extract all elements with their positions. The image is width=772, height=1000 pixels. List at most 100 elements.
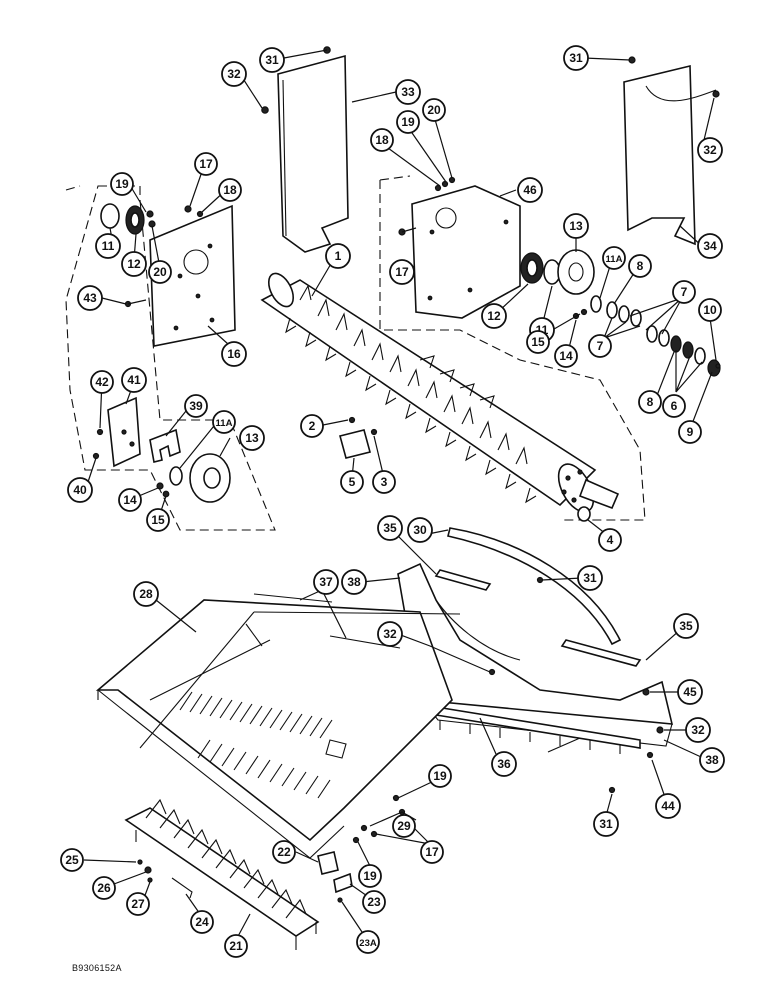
svg-text:10: 10 [703,303,717,317]
svg-text:18: 18 [375,133,389,147]
grate-pan-28-edge [97,689,345,859]
spacer-11A-right [590,295,602,313]
plate-46-bolt-hole-2 [503,219,509,225]
side-panel-34 [623,64,696,246]
bushing-4 [577,506,591,522]
callout-7-lower: 7 [588,334,612,358]
callout-10: 10 [698,298,722,322]
callout-15-left: 15 [146,508,170,532]
svg-text:44: 44 [661,799,675,813]
callout-2: 2 [300,414,324,438]
callout-20-left: 20 [148,260,172,284]
pin-24 [171,877,193,899]
left-group-outline [65,185,276,531]
plate-46-bolt-hole-3 [467,287,473,293]
callout-20-right: 20 [422,98,446,122]
callout-42: 42 [90,370,114,394]
bolt-2 [348,416,356,424]
callout-35-left: 35 [377,515,403,541]
svg-text:19: 19 [115,177,129,191]
side-panel-34-curve [645,85,717,102]
bearing-12-right-bore [526,259,538,277]
callout-16: 16 [221,341,247,367]
callout-39: 39 [184,394,208,418]
svg-text:14: 14 [559,349,573,363]
callout-32-top-right: 32 [697,137,723,163]
ring-7-lower-a [646,325,658,343]
svg-text:26: 26 [97,881,111,895]
callout-32-channel-left: 32 [377,621,403,647]
grate-rod-left [139,611,255,749]
ring-7-lower-b [658,329,670,347]
svg-text:1: 1 [335,249,342,263]
ring-8-upper [606,301,618,319]
svg-text:7: 7 [597,339,604,353]
callout-38-bottom: 38 [699,747,725,773]
ring-7-upper-a [618,305,630,323]
callout-19-lower: 19 [358,864,382,888]
callout-21: 21 [224,934,248,958]
callout-19-left: 19 [110,172,134,196]
bolt-17-grate [370,830,378,838]
plate-46-hole [435,207,457,229]
callout-31-channel-top: 31 [577,565,603,591]
nut-3 [370,428,378,436]
svg-text:17: 17 [425,845,439,859]
svg-text:33: 33 [401,85,415,99]
svg-text:41: 41 [127,373,141,387]
callouts: 31 32 33 18 19 20 31 32 34 46 17 13 11A … [60,45,725,958]
callout-31-top-left: 31 [259,47,285,73]
svg-text:30: 30 [413,523,427,537]
svg-text:6: 6 [671,399,678,413]
svg-text:31: 31 [265,53,279,67]
callout-1: 1 [325,243,351,269]
bolt-44 [646,751,654,759]
flange-13-left-bore [203,467,221,489]
channel-38-bend [435,599,521,661]
svg-text:18: 18 [223,183,237,197]
nut-14-left [156,482,164,490]
callout-14-right: 14 [554,344,578,368]
plate-16-bolt-hole-5 [209,317,215,323]
callout-12-right: 12 [481,303,507,329]
svg-text:23A: 23A [359,938,377,949]
svg-text:38: 38 [347,575,361,589]
callout-46: 46 [517,177,543,203]
svg-text:25: 25 [65,853,79,867]
callout-28: 28 [133,581,159,607]
callout-23: 23 [362,890,386,914]
curved-strap-30 [447,527,622,646]
callout-11A-right: 11A [602,246,626,270]
svg-text:31: 31 [569,51,583,65]
callout-23A: 23A [356,930,380,954]
washer-18-left [196,210,204,218]
svg-text:11: 11 [102,239,115,253]
bolt-43-shank [127,299,147,305]
svg-text:20: 20 [153,265,167,279]
shim-6-b [682,341,694,359]
svg-text:24: 24 [195,915,209,929]
svg-text:32: 32 [383,627,397,641]
grate-slots [179,691,333,799]
side-panel-33 [277,54,349,253]
plate-5 [339,429,371,459]
bolt-23A [337,897,343,903]
svg-text:35: 35 [679,619,693,633]
bolt-42 [96,428,104,436]
svg-text:7: 7 [681,285,688,299]
grate-pan-28-tab [325,739,347,759]
callout-17-left: 17 [194,152,218,176]
svg-text:27: 27 [131,897,145,911]
callout-15-right: 15 [526,330,550,354]
callout-4: 4 [598,528,622,552]
nut-32-channel-left [488,668,496,676]
callout-19-grate: 19 [428,764,452,788]
svg-text:31: 31 [599,817,613,831]
strip-35-right [560,639,642,667]
spacer-11A-left [169,466,183,486]
callout-30: 30 [407,517,433,543]
bearing-flange-11-left [100,203,120,229]
svg-text:43: 43 [83,291,97,305]
callout-7-upper: 7 [672,280,696,304]
callout-24: 24 [190,910,214,934]
